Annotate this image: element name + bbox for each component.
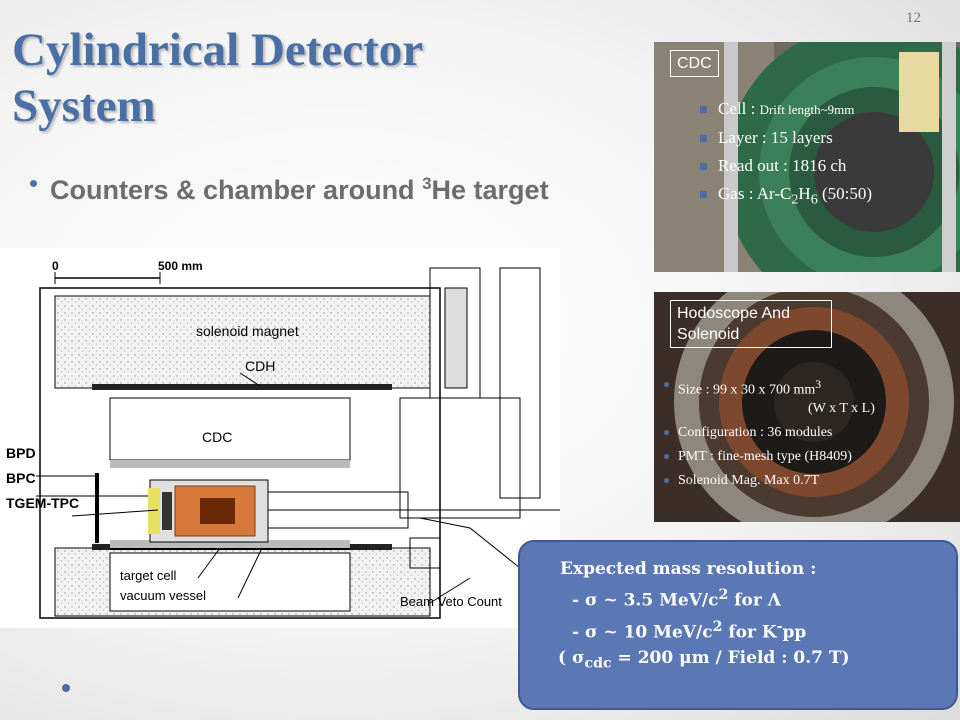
bpc-label: BPC [6,470,36,486]
scale-zero-label: 0 [52,259,59,273]
bullet-item: Counters & chamber around 3He target [30,166,550,208]
page-number: 12 [906,10,921,26]
hodoscope-photo [654,292,960,522]
cdc-readout-item: Read out : 1816 ch [700,155,950,177]
resolution-title: Expected mass resolution : [560,559,817,579]
hodoscope-photo-label: Hodoscope And Solenoid [670,300,832,348]
cdc-spec-list: Cell : Drift length~9mm Layer : 15 layer… [700,98,950,216]
resolution-lambda: - σ ~ 3.5 MeV/c2 for Λ [572,587,781,611]
cdc-diagram-label: CDC [202,429,232,445]
cdc-gas-item: Gas : Ar-C2H6 (50:50) [700,183,950,210]
hodoscope-photo-art [654,292,960,522]
mass-resolution-box: Expected mass resolution : - σ ~ 3.5 MeV… [518,540,958,710]
hodo-solenoid-item: Solenoid Mag. Max 0.7T [664,472,954,490]
cdc-photo [654,42,960,272]
hodo-config-item: Configuration : 36 modules [664,424,954,442]
cdc-layer-item: Layer : 15 layers [700,127,950,149]
hodo-size-item: Size : 99 x 30 x 700 mm3(W x T x L) [664,376,954,418]
target-cell-label: target cell [120,568,176,583]
beam-veto-label: Beam Veto Count [400,594,502,609]
solenoid-magnet-label: solenoid magnet [196,323,299,339]
detector-diagram: 0 500 mm [0,248,560,628]
resolution-kpp: - σ ~ 10 MeV/c2 for K-pp [572,618,807,643]
slide-title: Cylindrical Detector System [12,24,423,132]
cdc-cell-item: Cell : Drift length~9mm [700,98,950,121]
footer-dot-icon [62,684,70,692]
bullet-dot-icon [30,180,37,187]
vacuum-vessel-label: vacuum vessel [120,588,206,603]
resolution-cdc: ( σcdc = 200 μm / Field : 0.7 T) [558,648,850,672]
tgem-tpc-label: TGEM-TPC [6,495,79,511]
detector-schematic-svg: 0 500 mm [6,259,560,619]
cdc-photo-label: CDC [670,50,719,77]
scale-500-label: 500 mm [158,259,203,273]
cdc-photo-art [654,42,960,272]
bpd-label: BPD [6,445,36,461]
cdh-label: CDH [245,358,275,374]
hodo-pmt-item: PMT : fine-mesh type (H8409) [664,448,954,466]
hodoscope-spec-list: Size : 99 x 30 x 700 mm3(W x T x L) Conf… [664,376,954,496]
